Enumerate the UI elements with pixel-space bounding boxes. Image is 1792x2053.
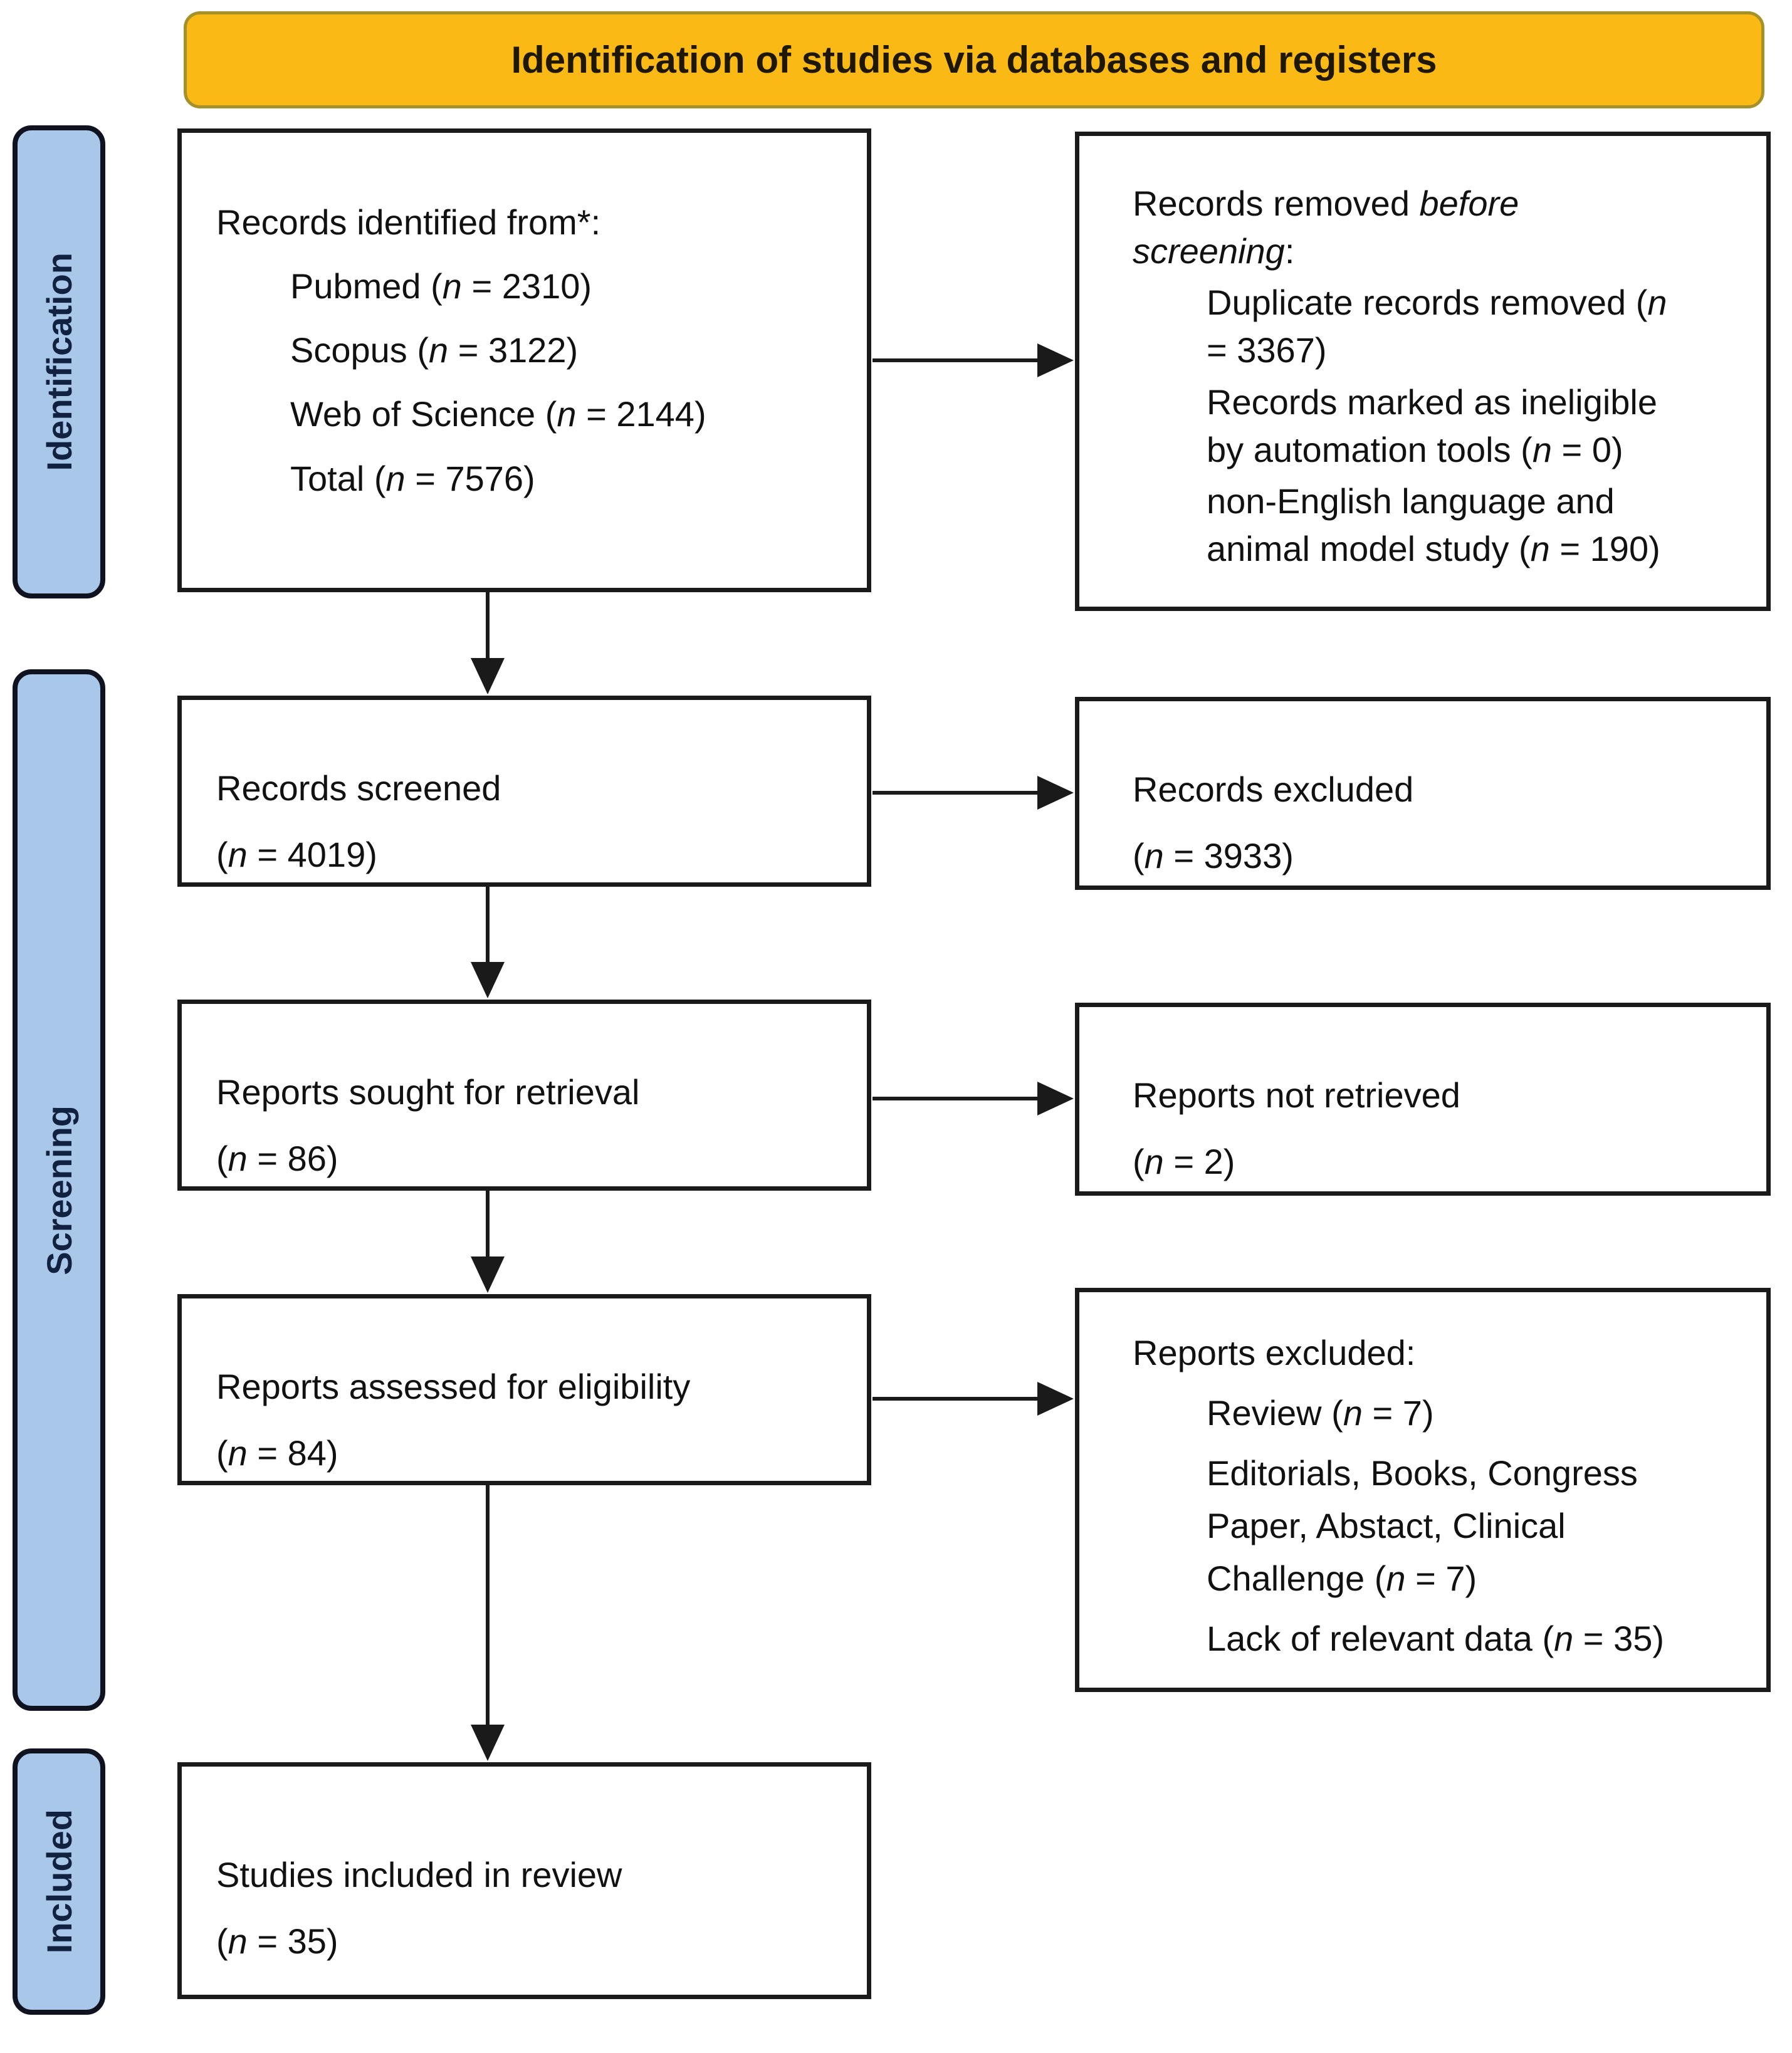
box-reports-excluded: Reports excluded: Review (n = 7) Editori… <box>1075 1288 1771 1692</box>
text-line: Review (n = 7) <box>1207 1393 1434 1433</box>
text-line: Lack of relevant data (n = 35) <box>1207 1619 1665 1658</box>
text-line: (n = 3933) <box>1133 836 1294 876</box>
arrow-shaft <box>486 1485 490 1727</box>
text-line: (n = 2) <box>1133 1142 1235 1182</box>
diagram-title-banner: Identification of studies via databases … <box>184 11 1764 108</box>
text-line: Web of Science (n = 2144) <box>290 394 706 434</box>
arrow-head-icon <box>1037 1082 1074 1115</box>
text-line: Records removed before screening: <box>1133 184 1519 271</box>
stage-label-text: Included <box>39 1809 79 1954</box>
text-line: Total (n = 7576) <box>290 458 535 498</box>
stage-label-identification: Identification <box>13 125 105 598</box>
box-studies-included: Studies included in review (n = 35) <box>177 1762 871 1999</box>
arrow-shaft <box>872 358 1039 362</box>
arrow-shaft <box>486 887 490 963</box>
text-line: Records marked as ineligible by automati… <box>1207 382 1658 469</box>
text-line: Reports sought for retrieval <box>216 1072 640 1112</box>
box-records-screened: Records screened (n = 4019) <box>177 696 871 887</box>
arrow-head-icon <box>1037 343 1074 377</box>
arrow-head-icon <box>471 1256 505 1293</box>
arrow-head-icon <box>1037 1382 1074 1416</box>
text-line: (n = 86) <box>216 1139 338 1179</box>
text-line: Reports excluded: <box>1133 1333 1416 1372</box>
stage-label-screening: Screening <box>13 669 105 1711</box>
text-line: (n = 35) <box>216 1921 338 1962</box>
text-line: Reports not retrieved <box>1133 1075 1460 1115</box>
box-reports-not-retrieved: Reports not retrieved (n = 2) <box>1075 1003 1771 1196</box>
text-line: Scopus (n = 3122) <box>290 330 579 370</box>
text-line: Duplicate records removed (n = 3367) <box>1207 283 1667 370</box>
text-line: (n = 4019) <box>216 835 377 875</box>
text-line: Records screened <box>216 768 501 808</box>
arrow-shaft <box>872 791 1039 795</box>
arrow-shaft <box>872 1097 1039 1100</box>
box-records-excluded: Records excluded (n = 3933) <box>1075 697 1771 890</box>
arrow-head-icon <box>471 658 505 694</box>
stage-label-text: Identification <box>39 253 79 471</box>
arrow-shaft <box>872 1397 1039 1401</box>
box-reports-assessed: Reports assessed for eligibility (n = 84… <box>177 1294 871 1485</box>
box-reports-sought: Reports sought for retrieval (n = 86) <box>177 1000 871 1191</box>
text-line: non-English language and animal model st… <box>1207 481 1660 569</box>
stage-label-text: Screening <box>39 1105 79 1275</box>
text-line: Records identified from*: <box>216 202 601 242</box>
text-line: Pubmed (n = 2310) <box>290 266 592 306</box>
text-line: (n = 84) <box>216 1433 338 1473</box>
arrow-head-icon <box>471 962 505 998</box>
arrow-head-icon <box>471 1725 505 1761</box>
text-line: Reports assessed for eligibility <box>216 1367 691 1406</box>
diagram-title: Identification of studies via databases … <box>511 39 1437 81</box>
box-records-removed: Records removed before screening: Duplic… <box>1075 132 1771 611</box>
arrow-head-icon <box>1037 776 1074 810</box>
text-line: Records excluded <box>1133 770 1414 809</box>
text-line: Editorials, Books, Congress Paper, Absta… <box>1207 1453 1638 1598</box>
text-line: Studies included in review <box>216 1855 622 1894</box>
arrow-shaft <box>486 1191 490 1258</box>
arrow-shaft <box>486 592 490 661</box>
box-records-identified: Records identified from*: Pubmed (n = 23… <box>177 128 871 592</box>
stage-label-included: Included <box>13 1748 105 2015</box>
